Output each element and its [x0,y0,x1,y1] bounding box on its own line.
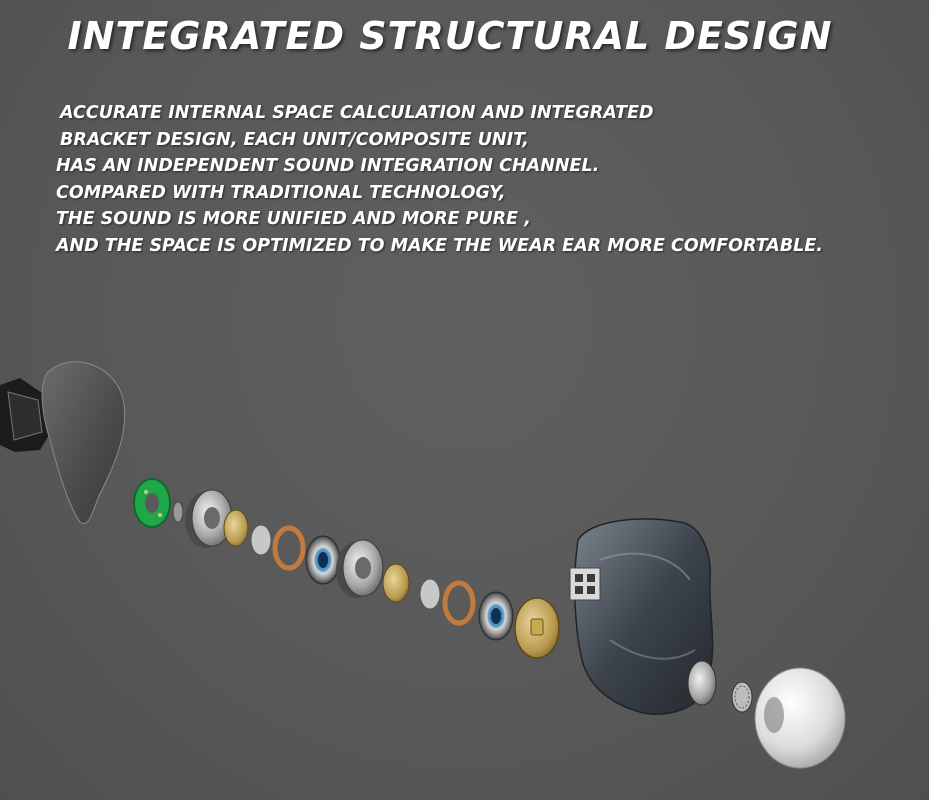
description-line: BRACKET DESIGN, EACH UNIT/COMPOSITE UNIT… [60,129,529,150]
steel-cup [185,489,233,548]
brass-cap [514,597,560,659]
description-line: COMPARED WITH TRADITIONAL TECHNOLOGY, [56,182,506,203]
brass-disc [223,509,249,547]
description-line: AND THE SPACE IS OPTIMIZED TO MAKE THE W… [56,235,823,256]
cable-connector [0,378,52,452]
earphone-shell [569,518,717,715]
description-text: ACCURATE INTERNAL SPACE CALCULATION AND … [56,100,916,259]
thin-disc [250,524,272,556]
copper-ring [442,580,476,626]
washer [172,501,184,523]
steel-cup [336,539,384,598]
copper-ring [272,525,306,571]
thin-disc [419,578,441,610]
dynamic-driver [478,591,514,641]
mesh-filter [731,681,753,713]
ear-tip [754,667,846,769]
description-line: ACCURATE INTERNAL SPACE CALCULATION AND … [60,103,654,123]
brass-disc [382,563,410,603]
circuit-board [133,478,171,528]
description-line: THE SOUND IS MORE UNIFIED AND MORE PURE … [56,209,531,229]
headline: INTEGRATED STRUCTURAL DESIGN [67,14,833,58]
faceplate [41,361,126,524]
dynamic-driver [305,535,341,585]
description-line: HAS AN INDEPENDENT SOUND INTEGRATION CHA… [56,156,600,176]
